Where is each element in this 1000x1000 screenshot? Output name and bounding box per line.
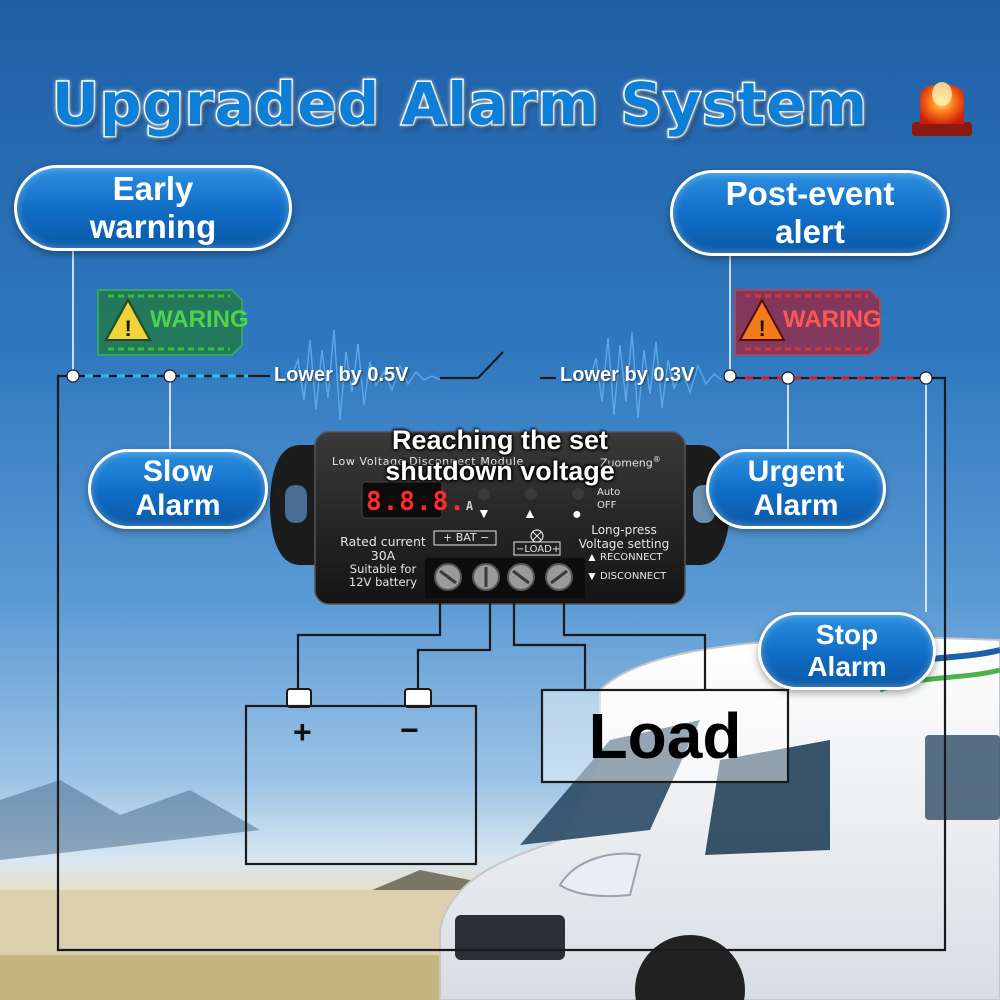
green-warning-text: WARING [150,306,249,333]
module-name-label: Low Voltage Disconnect Module [332,455,524,468]
battery [244,688,478,866]
load-label: Load [588,700,742,772]
signal-waveforms [289,329,723,421]
stop-alarm-callout: Stop Alarm [758,612,936,690]
terminal-screws [434,563,573,591]
bat-frame [433,530,497,546]
van-headlight [558,852,642,898]
suitable-for-label: Suitable for 12V battery [348,562,418,589]
battery-negative-terminal [404,688,432,708]
module-body [314,431,686,605]
post-event-alert-callout: Post-event alert [670,170,950,256]
van-side-window [705,740,830,855]
brand-name: Zuomeng [600,456,653,470]
auto-label: Auto [597,487,621,498]
open-switch [477,351,504,379]
load-wiring [296,603,707,690]
indicator-led [478,488,490,500]
grass-patch [0,955,460,1000]
green-warning-badge: ! [97,289,243,356]
lvd-module [270,431,730,605]
load-box [540,688,790,784]
mountain-range [0,780,260,860]
bat-terminal-label: + BAT − [443,531,490,544]
mode-button-icon: ● [572,506,582,523]
alarm-dash-segments [85,374,918,380]
indicator-led [525,488,537,500]
battery-positive-terminal [286,688,312,708]
long-press-label: Long-press Voltage setting [578,523,670,552]
red-warning-text: WARING [783,306,882,333]
red-beacon-icon [912,82,972,136]
mounting-hole [285,485,307,523]
up-button-icon: ▲ [523,505,537,521]
page-title: Upgraded Alarm System [50,69,869,140]
slow-alarm-callout: Slow Alarm [88,449,268,529]
shutdown-voltage-label: Reaching the set shutdown voltage [385,425,615,487]
off-label: OFF [597,500,617,511]
display-unit: A [465,499,475,513]
callout-leaders [72,251,927,612]
warning-triangle-icon [738,297,786,341]
svg-text:!: ! [125,316,132,341]
voltage-drop-second-label: Lower by 0.3V [560,364,695,386]
warning-triangle-icon [104,297,152,341]
led-display-digits: 8.8.8.A [366,487,474,517]
reconnect-label: RECONNECT [600,552,663,563]
van-rear-window [925,735,1000,820]
led-display [361,481,443,519]
van-grille [455,915,565,960]
disconnect-arrow-icon: ▼ [586,569,598,583]
disconnect-label: DISCONNECT [600,571,667,582]
red-warning-badge: ! [734,289,881,356]
down-button-icon: ▼ [477,505,491,521]
voltage-drop-first-label: Lower by 0.5V [274,364,409,386]
brand-mark: ® [652,455,661,464]
urgent-alarm-callout: Urgent Alarm [706,449,886,529]
bulb-icon [530,529,544,543]
battery-body [244,704,478,866]
van-wheel [635,935,745,1000]
load-terminal-label: −LOAD+ [516,544,561,555]
brand-label: Zuomeng® [600,455,661,470]
display-value: 8.8.8. [366,487,466,517]
rated-current-label: Rated current 30A [340,534,426,563]
battery-plus-sign: + [293,714,312,750]
reconnect-arrow-icon: ▲ [586,550,598,564]
svg-text:!: ! [759,316,766,341]
indicator-led [572,488,584,500]
battery-minus-sign: − [400,712,419,748]
early-warning-callout: Early warning [14,165,292,251]
circuit-nodes [66,369,933,385]
